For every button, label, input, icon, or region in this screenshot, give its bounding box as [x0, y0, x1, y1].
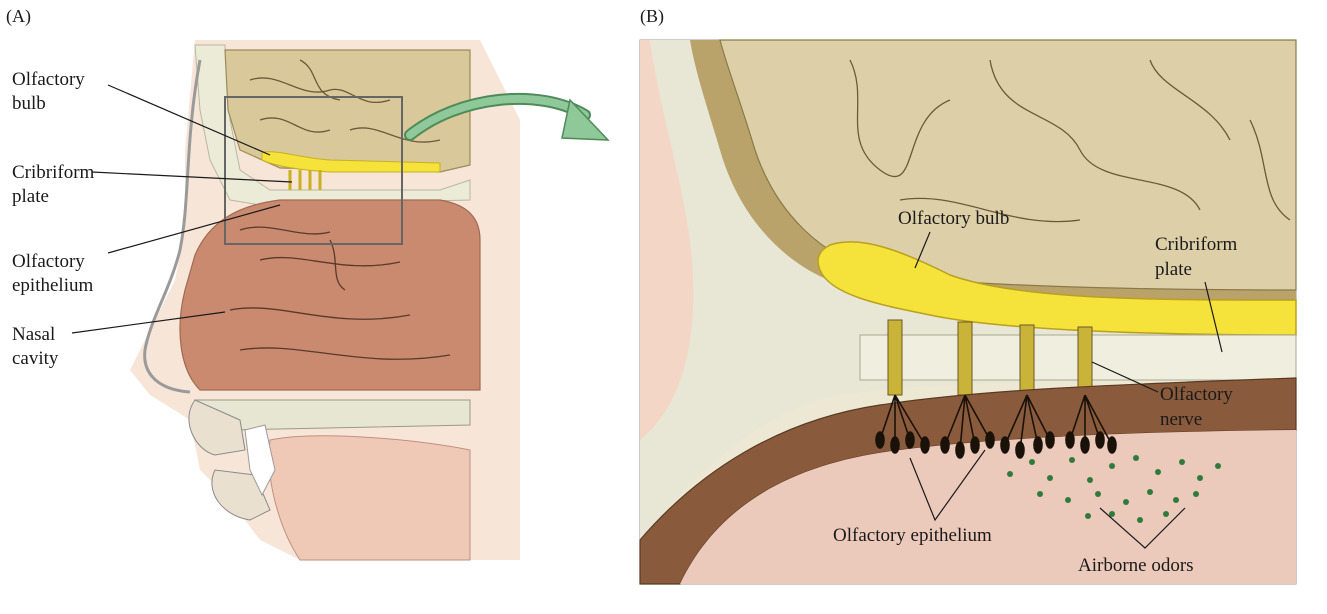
leader-nasal-a	[71, 311, 226, 334]
cribriform-bars-a	[288, 170, 322, 190]
teeth	[244, 424, 276, 497]
label-airborne-odors-b: Airborne odors	[1078, 555, 1194, 576]
leader-epithelium-a	[107, 204, 281, 254]
receptor-neurons	[875, 394, 1117, 459]
skull-bone	[194, 44, 471, 206]
zoom-box	[224, 96, 403, 245]
leader-cribriform-a	[91, 171, 293, 183]
panel-b-letter: (B)	[640, 6, 664, 27]
nerve-channels	[887, 319, 1093, 396]
bulb-a	[261, 151, 441, 173]
leader-odors-b	[1099, 507, 1186, 549]
lip-upper	[188, 399, 246, 456]
panel-b: (B)	[639, 6, 1297, 585]
zoom-arrow	[404, 92, 610, 141]
bulb-b	[817, 241, 1297, 336]
nasal-cavity-a	[179, 199, 481, 391]
skin-b	[640, 40, 694, 440]
leader-bulb-b	[914, 231, 931, 269]
panel-a: (A)	[6, 6, 520, 561]
leader-cribriform-b	[1204, 281, 1223, 353]
label-olfactory-epithelium-b: Olfactory epithelium	[833, 525, 992, 546]
leader-bulb-a	[107, 84, 271, 156]
panel-a-letter: (A)	[6, 6, 31, 27]
leader-nerve-b	[1091, 361, 1159, 393]
leader-epithelium-b	[909, 449, 986, 522]
nose-outline	[143, 59, 202, 394]
tongue-a	[268, 435, 471, 561]
label-olfactory-bulb-b: Olfactory bulb	[898, 208, 1009, 229]
odor-dots	[1007, 455, 1221, 523]
